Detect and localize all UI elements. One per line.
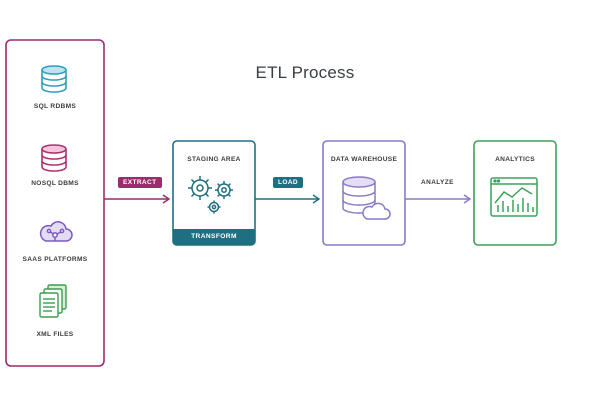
staging-area-node — [172, 140, 256, 246]
load-tag: LOAD — [273, 177, 304, 188]
analytics-label: ANALYTICS — [495, 156, 535, 163]
staging-area-label: STAGING AREA — [187, 156, 241, 163]
source-label-sql: SQL RDBMS — [33, 103, 77, 110]
database-icon — [41, 65, 67, 93]
extract-tag: EXTRACT — [118, 177, 162, 188]
source-label-saas: SAAS PLATFORMS — [22, 256, 88, 263]
chart-window-icon — [490, 177, 538, 217]
data-warehouse-label: DATA WAREHOUSE — [330, 156, 398, 163]
cloud-network-icon — [39, 221, 73, 242]
analyze-arrow — [405, 194, 472, 204]
analyze-tag: ANALYZE — [421, 179, 454, 186]
extract-arrow — [104, 194, 171, 204]
page-title: ETL Process — [255, 63, 355, 82]
transform-label: TRANSFORM — [191, 233, 237, 240]
file-stack-icon — [39, 284, 67, 318]
database-cloud-icon — [342, 176, 391, 220]
gears-icon — [188, 176, 233, 214]
database-icon — [41, 144, 67, 172]
source-label-nosql: NOSQL DBMS — [31, 180, 79, 187]
sources-panel — [5, 39, 105, 367]
analytics-node — [473, 140, 557, 246]
source-label-xml: XML FILES — [36, 331, 74, 338]
load-arrow — [255, 194, 321, 204]
